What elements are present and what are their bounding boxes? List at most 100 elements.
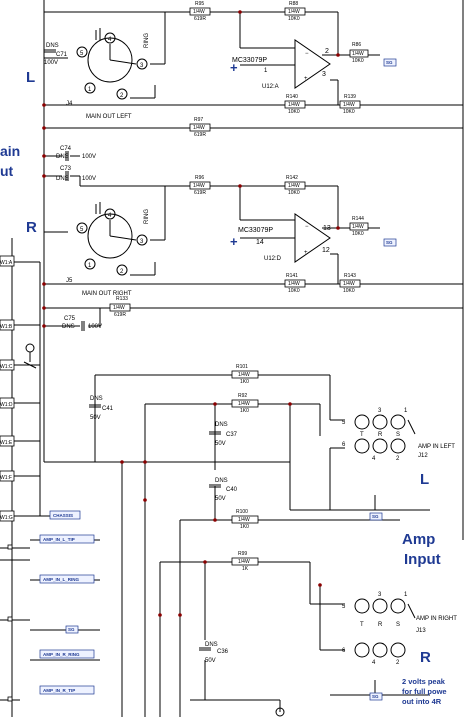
svg-text:619R: 619R [114,312,126,318]
svg-text:1/4W: 1/4W [193,183,205,189]
resistor-R95: R95 1/4W 619R [189,1,211,22]
svg-text:W1:D: W1:D [0,402,13,408]
label-L: L [26,69,35,86]
svg-text:−: − [305,51,309,57]
svg-text:R95: R95 [195,1,204,7]
svg-text:U12:A: U12:A [262,84,279,90]
svg-text:RING: RING [144,33,150,48]
svg-text:10K0: 10K0 [352,58,364,64]
svg-text:SG: SG [386,60,393,65]
svg-text:−: − [305,224,309,230]
svg-text:10K0: 10K0 [343,288,355,294]
svg-text:C40: C40 [226,487,238,493]
resistor-R99: R99 1/4W 1K [231,551,259,572]
jack-J13: 5 3 1 6 4 2 T R S AMP IN RIGHT J13 [342,592,457,666]
svg-text:C37: C37 [226,432,238,438]
svg-text:5: 5 [80,51,84,57]
capacitor-C41: DNS C41 50V [89,396,114,421]
svg-text:DNS: DNS [56,176,69,182]
capacitor-C36: DNS C36 50V [199,642,229,664]
svg-text:10K0: 10K0 [352,231,364,237]
svg-text:T: T [360,432,364,438]
resistor-R139: R139 1/4W 10K0 [339,94,361,115]
svg-text:R: R [378,432,383,438]
resistor-R96: R96 1/4W 619R [189,175,211,196]
svg-text:1: 1 [264,68,268,74]
svg-text:DNS: DNS [215,478,228,484]
svg-text:6: 6 [342,648,346,654]
svg-text:W1:G: W1:G [0,515,13,521]
svg-text:C75: C75 [64,316,76,322]
capacitor-C40: DNS C40 50V [209,478,238,502]
svg-text:4: 4 [108,213,112,219]
resistor-R101: R101 1/4W 1K0 [231,364,259,385]
svg-text:1/4W: 1/4W [288,102,300,108]
svg-text:1/4W: 1/4W [193,125,205,131]
svg-text:R101: R101 [236,364,248,370]
svg-text:R141: R141 [286,273,298,279]
svg-text:10K0: 10K0 [343,109,355,115]
svg-text:R92: R92 [238,393,247,399]
svg-text:MAIN OUT RIGHT: MAIN OUT RIGHT [82,291,132,297]
svg-text:J5: J5 [66,278,73,284]
svg-text:12: 12 [322,247,330,254]
svg-text:R86: R86 [352,42,361,48]
svg-text:R: R [378,622,383,628]
svg-text:R144: R144 [352,216,364,222]
svg-text:T: T [360,622,364,628]
svg-text:R142: R142 [286,175,298,181]
svg-text:J13: J13 [416,628,426,634]
svg-text:1: 1 [404,592,408,598]
svg-text:5: 5 [80,227,84,233]
svg-text:1/4W: 1/4W [343,281,355,287]
svg-text:1/4W: 1/4W [193,9,205,15]
svg-text:AMP_IN_L_TIP: AMP_IN_L_TIP [43,537,75,542]
svg-text:50V: 50V [215,441,226,447]
note-line2: for full powe [402,687,447,696]
svg-text:+: + [230,234,238,249]
svg-text:CHASSIS: CHASSIS [53,513,73,518]
note-line3: out into 4R [402,697,442,706]
svg-text:50V: 50V [90,415,101,421]
svg-text:MC33079P: MC33079P [238,227,273,234]
jack-J4: 5 4 3 1 2 RING J4 MAIN OUT LEFT [66,28,150,120]
resistor-R97: R97 1/4W 619R [189,117,211,138]
svg-text:5: 5 [342,420,346,426]
label-amp: Amp [402,531,435,548]
net-tags: SG SG SG SG CHASSIS AMP_IN_L_TIP AMP_IN_… [39,58,397,717]
svg-text:4: 4 [108,37,112,43]
svg-text:R99: R99 [238,551,247,557]
svg-text:100V: 100V [88,324,102,330]
svg-text:1/4W: 1/4W [343,102,355,108]
svg-text:C73: C73 [60,166,72,172]
svg-text:AMP IN LEFT: AMP IN LEFT [418,444,455,450]
svg-text:R139: R139 [344,94,356,100]
capacitor-C37: DNS C37 50V [209,422,238,447]
resistor-R92: R92 1/4W 1K0 [231,393,259,414]
svg-text:1/4W: 1/4W [238,559,250,565]
node-labels [7,544,13,702]
svg-text:SG: SG [386,240,393,245]
svg-text:50V: 50V [215,496,226,502]
svg-text:MC33079P: MC33079P [232,57,267,64]
svg-text:3: 3 [378,408,382,414]
svg-text:3: 3 [140,63,144,69]
svg-text:14: 14 [256,239,264,246]
switch-bank: W1:A W1:B W1:C W1:D W1:E W1:F W1:G [0,255,37,522]
svg-text:2: 2 [396,456,400,462]
svg-text:100V: 100V [82,176,96,182]
svg-text:1/4W: 1/4W [238,372,250,378]
svg-text:5: 5 [342,604,346,610]
svg-text:SG: SG [372,514,379,519]
capacitor-C75: C75 DNS 100V [62,316,102,331]
svg-text:R88: R88 [289,1,298,7]
note-line1: 2 volts peak [402,677,446,686]
svg-text:1/4W: 1/4W [288,9,300,15]
svg-text:C71: C71 [56,52,68,58]
svg-text:W1:E: W1:E [0,440,13,446]
resistor-R88: R88 1/4W 10K0 [284,1,306,22]
resistor-R140: R140 1/4W 10K0 [284,94,306,115]
label-L-amp: L [420,471,429,488]
svg-text:AMP_IN_L_RING: AMP_IN_L_RING [43,577,80,582]
